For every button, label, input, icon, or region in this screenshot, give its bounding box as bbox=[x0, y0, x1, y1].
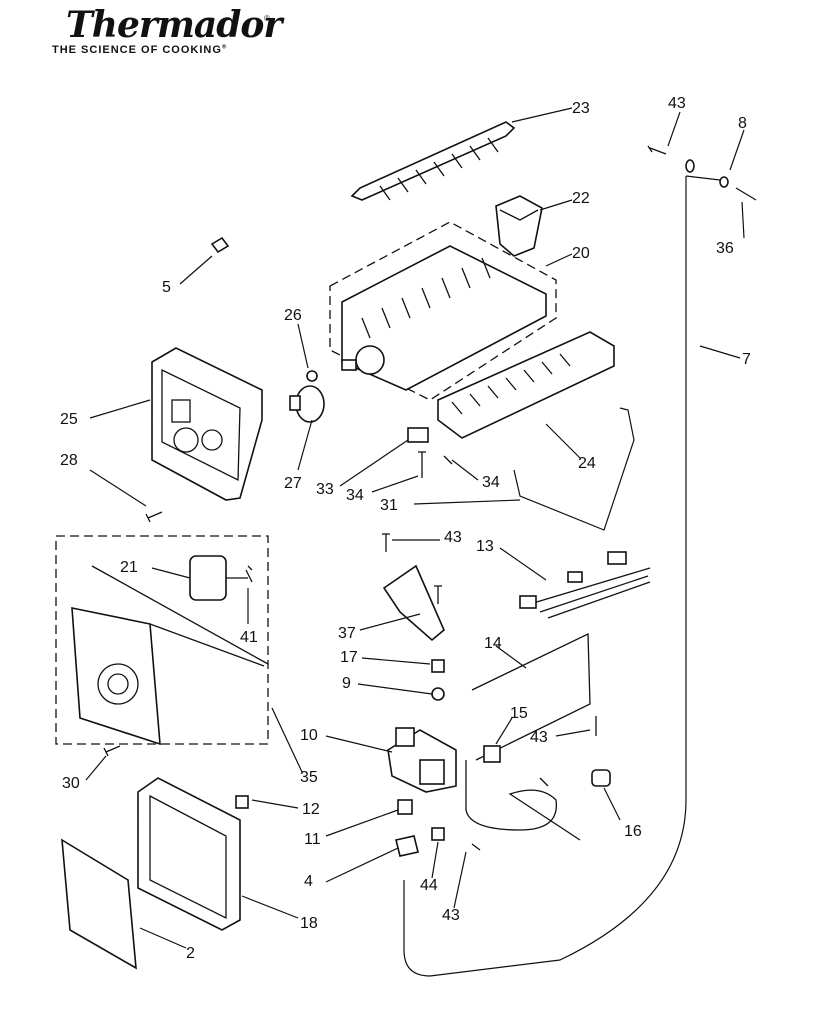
callout-28: 28 bbox=[60, 452, 78, 469]
part-37-bracket bbox=[382, 564, 445, 642]
part-7-fill-tube bbox=[403, 176, 687, 977]
brand-name: Thermador bbox=[66, 4, 282, 46]
callout-20: 20 bbox=[572, 245, 590, 262]
callout-17: 17 bbox=[340, 649, 358, 666]
part-27-gear bbox=[289, 385, 325, 423]
callout-9: 9 bbox=[342, 675, 351, 692]
part-13-harness bbox=[519, 551, 651, 619]
callout-2: 2 bbox=[186, 945, 195, 962]
part-31-shutoff-arm bbox=[513, 407, 635, 531]
part-23-stripper bbox=[350, 121, 516, 201]
part-41-screw bbox=[245, 565, 253, 583]
part-10-water-valve bbox=[387, 727, 457, 793]
part-43-screw-top bbox=[647, 145, 667, 155]
brand-tagline-mark: ® bbox=[221, 44, 228, 51]
part-2-panel bbox=[61, 838, 137, 970]
part-18-bin bbox=[137, 777, 241, 931]
callout-25: 25 bbox=[60, 411, 78, 428]
part-28-screw bbox=[145, 511, 163, 523]
part-4-fitting bbox=[395, 835, 419, 857]
brand-trademark: ® bbox=[264, 14, 270, 23]
callout-14: 14 bbox=[484, 635, 502, 652]
part-30-screw bbox=[103, 745, 121, 757]
callout-labels: 23 43 8 22 36 20 5 26 7 25 24 28 27 33 3… bbox=[60, 95, 751, 962]
callout-37: 37 bbox=[338, 625, 356, 642]
part-5-clip bbox=[210, 236, 230, 254]
callout-27: 27 bbox=[284, 475, 302, 492]
callout-16: 16 bbox=[624, 823, 642, 840]
callout-22: 22 bbox=[572, 190, 590, 207]
part-15-clamp bbox=[483, 745, 501, 763]
part-7-tube-end bbox=[685, 175, 721, 181]
callout-41: 41 bbox=[240, 629, 258, 646]
callout-11: 11 bbox=[304, 831, 321, 848]
part-44-nut bbox=[431, 827, 445, 841]
callout-31: 31 bbox=[380, 497, 398, 514]
brand-tagline-text: THE SCIENCE OF COOKING bbox=[52, 44, 222, 56]
part-33-bracket bbox=[407, 427, 429, 443]
part-34-screw-a bbox=[418, 451, 426, 478]
callout-5: 5 bbox=[162, 279, 171, 296]
callout-23: 23 bbox=[572, 100, 590, 117]
callout-18: 18 bbox=[300, 915, 318, 932]
callout-8: 8 bbox=[738, 115, 747, 132]
callout-34-a: 34 bbox=[346, 487, 364, 504]
part-7-fitting bbox=[685, 159, 695, 173]
callout-26: 26 bbox=[284, 307, 302, 324]
callout-10: 10 bbox=[300, 727, 318, 744]
callout-34-b: 34 bbox=[482, 474, 500, 491]
callout-44: 44 bbox=[420, 877, 438, 894]
callout-24: 24 bbox=[578, 455, 596, 472]
part-17-nut bbox=[431, 659, 445, 673]
callout-33: 33 bbox=[316, 481, 334, 498]
part-34-screw-b bbox=[443, 455, 453, 465]
brand-logo: Thermador ® THE SCIENCE OF COOKING® bbox=[50, 4, 290, 60]
callout-43-bottom: 43 bbox=[442, 907, 460, 924]
callout-36: 36 bbox=[716, 240, 734, 257]
callout-7: 7 bbox=[742, 351, 751, 368]
leader-lines bbox=[85, 107, 745, 949]
part-43-screw-low bbox=[539, 777, 549, 787]
part-16-clip bbox=[591, 769, 611, 787]
callout-21: 21 bbox=[120, 559, 138, 576]
callout-43-mid: 43 bbox=[444, 529, 462, 546]
callout-43-right: 43 bbox=[530, 729, 548, 746]
callout-35: 35 bbox=[300, 769, 318, 786]
part-22-cover bbox=[495, 195, 543, 257]
part-11-nut bbox=[397, 799, 413, 815]
part-20-ice-mold bbox=[329, 221, 557, 401]
callout-43-top: 43 bbox=[668, 95, 686, 112]
wire-coil bbox=[465, 760, 581, 841]
callout-4: 4 bbox=[304, 873, 313, 890]
part-43-screw-bottom bbox=[471, 843, 481, 851]
part-8-washer bbox=[719, 176, 729, 188]
callout-12: 12 bbox=[302, 801, 320, 818]
part-12-grommet bbox=[235, 795, 249, 809]
part-43-screw-mid-a bbox=[382, 533, 390, 552]
part-24-tray bbox=[437, 331, 615, 439]
callout-30: 30 bbox=[62, 775, 80, 792]
part-21-motor bbox=[189, 555, 248, 601]
brand-tagline: THE SCIENCE OF COOKING® bbox=[52, 44, 227, 56]
part-14-shield bbox=[471, 632, 591, 761]
part-26-retainer bbox=[306, 370, 318, 382]
part-25-housing bbox=[151, 347, 263, 501]
callout-15: 15 bbox=[510, 705, 528, 722]
part-36-pin bbox=[735, 187, 757, 201]
part-43-screw-mid-b bbox=[434, 585, 442, 604]
callout-13: 13 bbox=[476, 538, 494, 555]
part-35-module bbox=[55, 535, 269, 746]
part-9-washer bbox=[431, 687, 445, 701]
